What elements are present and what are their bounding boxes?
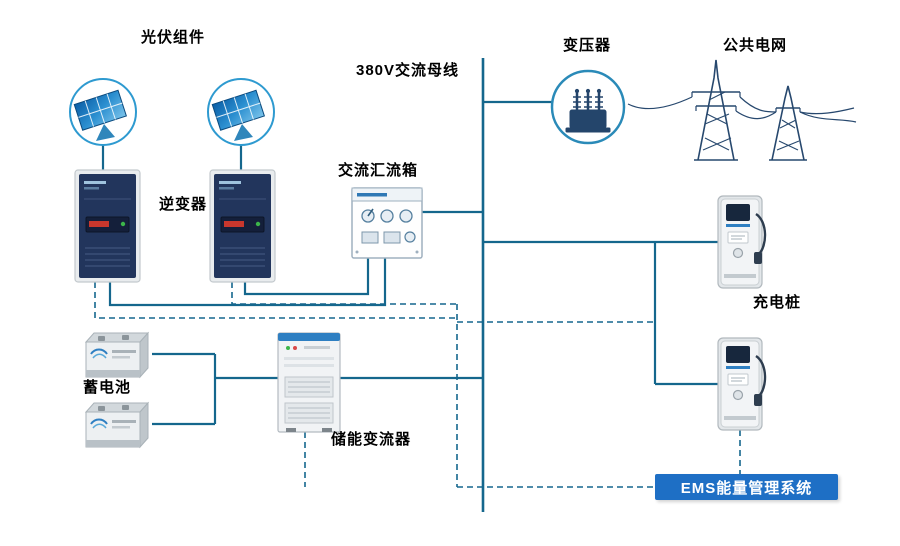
label-battery: 蓄电池 [83, 379, 132, 396]
line-batteries-trunk [152, 352, 278, 426]
comm-inverter2 [231, 282, 457, 305]
label-public-grid: 公共电网 [723, 37, 788, 54]
transformer-icon [550, 69, 626, 145]
label-ac-bus-380v: 380V交流母线 [356, 62, 460, 79]
charging-pile-2-icon [716, 336, 767, 432]
charging-pile-1-icon [716, 194, 767, 290]
line-inverter2-combiner [243, 258, 370, 296]
line-inverter1-combiner [108, 258, 387, 307]
battery-1-icon [85, 332, 149, 378]
transmission-towers-icon [627, 59, 857, 161]
label-storage-converter: 储能变流器 [331, 431, 412, 448]
storage-converter-icon [277, 332, 341, 433]
communication-lines [94, 282, 741, 488]
label-inverter: 逆变器 [159, 196, 208, 213]
ac-combiner-box-icon [351, 187, 423, 259]
label-pv-modules: 光伏组件 [141, 29, 206, 46]
ems-banner: EMS能量管理系统 [655, 474, 838, 500]
battery-2-icon [85, 402, 149, 448]
label-ac-combiner-box: 交流汇流箱 [338, 162, 419, 179]
inverter-2-icon [209, 169, 276, 283]
comm-inverter1 [94, 282, 457, 319]
pv-module-1-icon [69, 78, 137, 146]
power-lines [101, 58, 718, 512]
label-charging-pile: 充电桩 [753, 294, 802, 311]
pv-module-2-icon [207, 78, 275, 146]
inverter-1-icon [74, 169, 141, 283]
label-transformer: 变压器 [563, 37, 612, 54]
